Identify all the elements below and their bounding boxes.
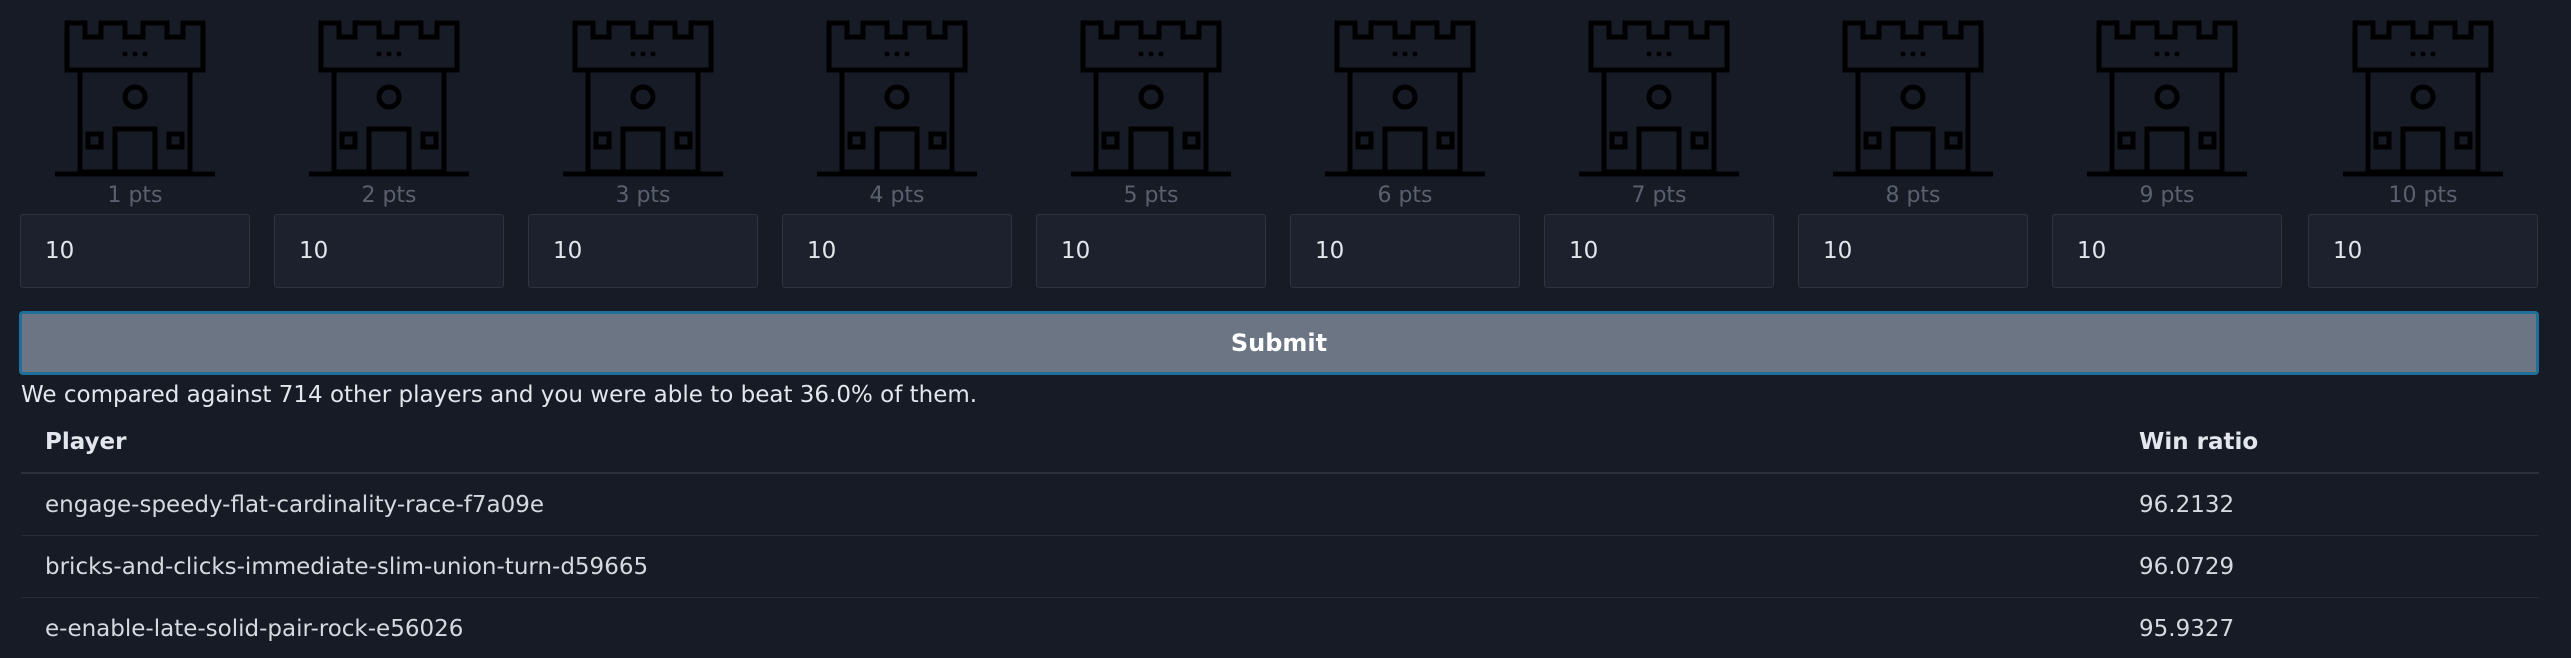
win-ratio: 96.2132 [2115, 473, 2539, 536]
win-ratio: 96.0729 [2115, 535, 2539, 598]
castle-points-label: 6 pts [1377, 183, 1433, 208]
table-row: bricks-and-clicks-immediate-slim-union-t… [21, 535, 2539, 598]
player-name: e-enable-late-solid-pair-rock-e56026 [21, 597, 2115, 658]
header-win-ratio: Win ratio [2115, 412, 2539, 474]
player-name: bricks-and-clicks-immediate-slim-union-t… [21, 535, 2115, 598]
castle-7: 7 pts [1544, 0, 1774, 292]
castle-tower-icon [563, 20, 723, 177]
castle-tower-icon [817, 20, 977, 177]
castle-points-label: 9 pts [2139, 183, 2195, 208]
castle-troops-input[interactable] [1544, 214, 1774, 288]
table-header-row: Player Win ratio [21, 412, 2539, 474]
castle-tower-icon [1071, 20, 1231, 177]
castle-points-label: 8 pts [1885, 183, 1941, 208]
castle-troops-input[interactable] [274, 214, 504, 288]
table-row: e-enable-late-solid-pair-rock-e56026 95.… [21, 597, 2539, 658]
castle-tower-icon [1325, 20, 1485, 177]
castle-points-label: 4 pts [869, 183, 925, 208]
castle-tower-icon [2343, 20, 2503, 177]
castle-1: 1 pts [20, 0, 250, 292]
castle-points-label: 10 pts [2388, 183, 2458, 208]
castle-4: 4 pts [782, 0, 1012, 292]
win-ratio: 95.9327 [2115, 597, 2539, 658]
castle-troops-input[interactable] [2052, 214, 2282, 288]
castle-points-label: 5 pts [1123, 183, 1179, 208]
header-player: Player [21, 412, 2115, 474]
castle-troops-input[interactable] [1798, 214, 2028, 288]
castle-row: 1 pts 2 pts 3 pts 4 pts 5 pts 6 pts [20, 0, 2538, 292]
castle-points-label: 3 pts [615, 183, 671, 208]
castle-5: 5 pts [1036, 0, 1266, 292]
castle-tower-icon [2087, 20, 2247, 177]
player-name: engage-speedy-flat-cardinality-race-f7a0… [21, 473, 2115, 536]
castle-tower-icon [309, 20, 469, 177]
castle-tower-icon [55, 20, 215, 177]
castle-troops-input[interactable] [20, 214, 250, 288]
castle-troops-input[interactable] [1036, 214, 1266, 288]
castle-tower-icon [1833, 20, 1993, 177]
table-row: engage-speedy-flat-cardinality-race-f7a0… [21, 473, 2539, 536]
castle-points-label: 7 pts [1631, 183, 1687, 208]
castle-troops-input[interactable] [528, 214, 758, 288]
submit-button[interactable]: Submit [19, 311, 2539, 375]
castle-tower-icon [1579, 20, 1739, 177]
castle-troops-input[interactable] [1290, 214, 1520, 288]
castle-points-label: 1 pts [107, 183, 163, 208]
castle-9: 9 pts [2052, 0, 2282, 292]
result-summary: We compared against 714 other players an… [21, 382, 978, 408]
leaderboard-table: Player Win ratio engage-speedy-flat-card… [21, 412, 2539, 658]
castle-3: 3 pts [528, 0, 758, 292]
castle-8: 8 pts [1798, 0, 2028, 292]
castle-troops-input[interactable] [2308, 214, 2538, 288]
castle-6: 6 pts [1290, 0, 1520, 292]
castle-2: 2 pts [274, 0, 504, 292]
castle-10: 10 pts [2308, 0, 2538, 292]
castle-points-label: 2 pts [361, 183, 417, 208]
castle-troops-input[interactable] [782, 214, 1012, 288]
